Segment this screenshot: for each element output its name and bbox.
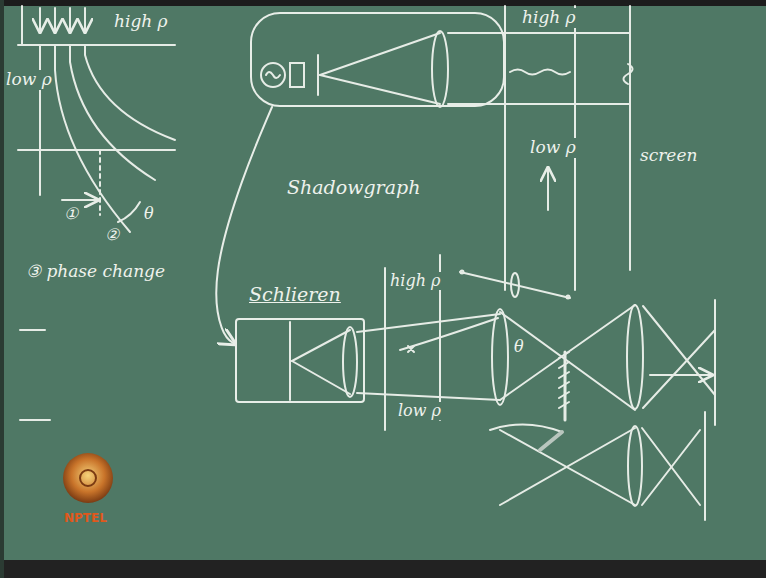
board-label: ① xyxy=(62,205,80,223)
label-holder: high ρ xyxy=(388,272,442,290)
chalk-stroke xyxy=(500,428,635,505)
chalk-stroke xyxy=(266,72,280,78)
shadowgraph-setup xyxy=(261,6,633,299)
chalk-stroke xyxy=(317,55,319,95)
chalk-stroke xyxy=(290,63,304,87)
chalk-stroke xyxy=(343,327,357,397)
chalk-stroke xyxy=(643,330,715,408)
board-label: high ρ xyxy=(388,272,442,290)
chalk-stroke xyxy=(627,305,643,409)
chalk-stroke xyxy=(118,202,140,222)
chalk-stroke xyxy=(320,33,440,75)
chalk-stroke xyxy=(432,31,448,107)
board-label: low ρ xyxy=(4,70,54,90)
board-frame xyxy=(0,560,766,578)
chalk-stroke xyxy=(567,296,570,299)
chalk-stroke xyxy=(704,412,706,520)
setup-heading: Schlieren xyxy=(249,284,341,306)
chalk-stroke xyxy=(511,273,519,297)
board-label: screen xyxy=(638,146,699,166)
chalk-stroke xyxy=(261,63,285,87)
chalk-stroke xyxy=(80,470,96,486)
chalk-stroke xyxy=(547,168,549,210)
chalk-stroke xyxy=(292,361,350,394)
chalk-stroke xyxy=(384,268,386,430)
light-source-box: Shadowgraph xyxy=(250,12,505,107)
chalk-stroke xyxy=(289,322,291,400)
chalk-stroke xyxy=(448,103,630,105)
board-frame xyxy=(0,0,766,6)
label-holder: low ρ xyxy=(4,70,54,90)
label-holder: high ρ xyxy=(520,8,578,28)
chalk-stroke xyxy=(18,149,175,151)
label-holder: ③ phase change xyxy=(24,262,167,282)
setup-heading: Shadowgraph xyxy=(287,177,420,199)
nptel-logo xyxy=(63,453,113,503)
chalk-stroke xyxy=(20,329,45,331)
label-holder: θ xyxy=(142,205,156,223)
schlieren-setup xyxy=(290,255,715,520)
label-holder: θ xyxy=(512,338,526,356)
chalk-stroke xyxy=(460,272,570,298)
chalk-stroke xyxy=(510,70,570,75)
chalk-stroke xyxy=(540,432,562,450)
chalk-stroke xyxy=(643,306,715,395)
label-holder: ② xyxy=(103,226,121,244)
board-label: low ρ xyxy=(396,402,443,420)
chalk-stroke xyxy=(18,44,175,46)
chalk-stroke xyxy=(642,430,700,505)
chalk-stroke xyxy=(99,150,101,215)
board-label: high ρ xyxy=(520,8,578,28)
chalk-stroke xyxy=(63,453,113,503)
board-label: ② xyxy=(103,226,121,244)
chalk-stroke xyxy=(39,45,41,195)
chalk-stroke xyxy=(400,318,498,350)
chalk-stroke xyxy=(714,300,716,425)
label-holder: low ρ xyxy=(528,138,578,158)
chalk-stroke xyxy=(461,271,464,274)
chalk-stroke xyxy=(292,330,350,361)
chalk-stroke xyxy=(85,45,175,140)
chalk-stroke xyxy=(492,309,508,405)
refraction-sketch xyxy=(18,6,175,420)
chalk-stroke xyxy=(20,419,50,421)
chalk-stroke xyxy=(448,32,630,34)
chalk-stroke xyxy=(642,428,700,505)
chalk-stroke xyxy=(624,64,633,84)
label-holder: NPTEL xyxy=(62,508,109,526)
chalk-stroke xyxy=(500,312,635,410)
chalk-stroke xyxy=(320,75,440,104)
chalk-stroke xyxy=(559,352,569,408)
chalk-stroke xyxy=(629,6,631,270)
chalk-stroke xyxy=(69,8,71,32)
curved-arrow xyxy=(216,107,272,344)
label-holder: ① xyxy=(62,205,80,223)
chalk-stroke xyxy=(84,8,86,32)
chalk-stroke xyxy=(408,346,414,352)
chalk-stroke xyxy=(39,8,41,32)
board-label: θ xyxy=(142,205,156,223)
label-holder: screen xyxy=(638,146,699,166)
board-label: θ xyxy=(512,338,526,356)
chalk-stroke xyxy=(54,8,56,32)
board-label: high ρ xyxy=(112,12,170,32)
chalk-stroke xyxy=(357,393,500,400)
label-holder: high ρ xyxy=(112,12,170,32)
label-holder: low ρ xyxy=(396,402,443,420)
chalk-stroke xyxy=(628,426,642,506)
logo-text: NPTEL xyxy=(62,512,109,526)
chalk-stroke xyxy=(70,45,155,180)
chalk-stroke xyxy=(650,374,712,376)
chalk-stroke xyxy=(62,199,98,201)
board-label: ③ phase change xyxy=(24,262,167,282)
light-source-box: Schlieren xyxy=(235,318,365,403)
chalk-stroke xyxy=(357,314,500,332)
board-label: low ρ xyxy=(528,138,578,158)
chalk-stroke xyxy=(21,6,23,45)
